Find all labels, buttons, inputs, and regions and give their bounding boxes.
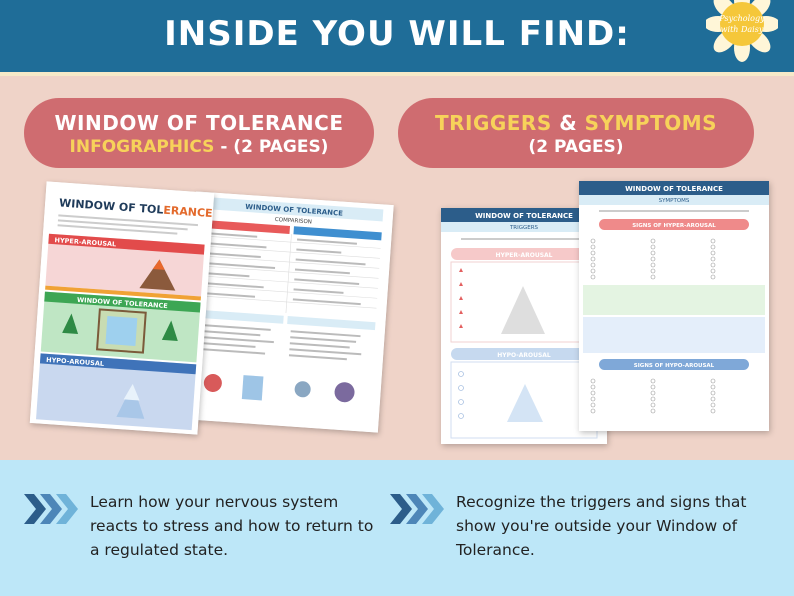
pill-title: WINDOW OF TOLERANCE xyxy=(54,111,344,135)
header-divider xyxy=(0,72,794,76)
wot-title-b: ERANCE xyxy=(163,204,213,220)
wot-infographic-page: WINDOW OF TOLERANCE HYPER-AROUSAL WINDOW… xyxy=(29,181,215,435)
comparison-subtitle: COMPARISON xyxy=(275,217,312,226)
hypo-label: HYPO-AROUSAL xyxy=(46,356,104,368)
header-bar xyxy=(0,0,794,72)
triggers-hypo: HYPO-AROUSAL xyxy=(497,352,551,359)
pill-highlight: INFOGRAPHICS xyxy=(69,137,215,157)
product-pill-triggers: TRIGGERS & SYMPTOMS (2 PAGES) xyxy=(398,98,754,168)
symptoms-subtitle: SYMPTOMS xyxy=(659,198,690,204)
logo-text-1: Psychology xyxy=(718,14,765,23)
triggers-title: WINDOW OF TOLERANCE xyxy=(475,212,573,220)
signs-hypo: SIGNS OF HYPO-AROUSAL xyxy=(634,363,715,369)
pill-subtitle: (2 PAGES) xyxy=(528,137,624,157)
triggers-hyper: HYPER-AROUSAL xyxy=(496,252,553,259)
triggers-subtitle: TRIGGERS xyxy=(509,225,539,231)
pill-subtitle: - (2 PAGES) xyxy=(214,137,329,157)
pill-symptoms: SYMPTOMS xyxy=(584,111,718,135)
product-pill-wot: WINDOW OF TOLERANCE INFOGRAPHICS - (2 PA… xyxy=(24,98,374,168)
chevron-right-icon xyxy=(390,494,444,524)
chevron-right-icon xyxy=(24,494,78,524)
symptoms-page: WINDOW OF TOLERANCE SYMPTOMS SIGNS OF HY… xyxy=(579,181,769,431)
pill-triggers: TRIGGERS xyxy=(434,111,552,135)
logo-text-2: with Daisy xyxy=(721,25,764,34)
brand-logo: Psychology with Daisy xyxy=(706,0,778,62)
pill-amp: & xyxy=(551,111,585,135)
page-title: INSIDE YOU WILL FIND: xyxy=(164,14,630,54)
feature-text-2: Recognize the triggers and signs that sh… xyxy=(456,493,747,559)
features-footer xyxy=(0,460,794,596)
signs-hyper: SIGNS OF HYPER-AROUSAL xyxy=(632,223,716,229)
symptoms-title: WINDOW OF TOLERANCE xyxy=(625,185,723,193)
feature-text-1: Learn how your nervous system reacts to … xyxy=(90,493,374,559)
wot-comparison-page: WINDOW OF TOLERANCE COMPARISON xyxy=(180,191,394,433)
